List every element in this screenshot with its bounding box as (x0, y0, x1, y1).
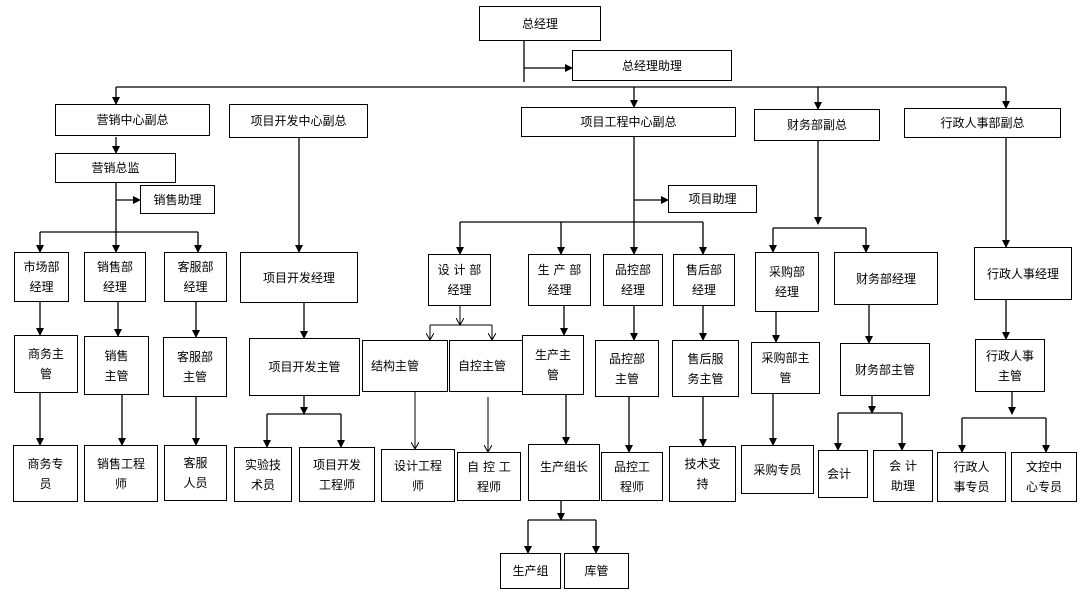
production-team-leader-box: 生产组长 (528, 444, 600, 501)
customer-service-manager-box: 客服部 经理 (164, 252, 227, 302)
sales-supervisor-box: 销售 主管 (84, 336, 149, 395)
dev-engineer-box: 项目开发 工程师 (299, 447, 375, 502)
structure-supervisor-box: 结构主管 (362, 340, 448, 392)
vp-admin-hr-box: 行政人事部副总 (904, 108, 1061, 138)
sales-manager-box: 销售部 经理 (84, 252, 146, 302)
qc-supervisor-box: 品控部 主管 (595, 340, 659, 397)
project-assistant-box: 项目助理 (668, 185, 757, 213)
sales-assistant-box: 销售助理 (140, 185, 215, 214)
business-supervisor-box: 商务主 管 (14, 335, 78, 393)
dev-supervisor-box: 项目开发主管 (249, 338, 360, 396)
vp-project-eng-box: 项目工程中心副总 (521, 107, 736, 137)
business-specialist-box: 商务专 员 (13, 445, 78, 502)
warehouse-keeper-box: 库管 (564, 553, 629, 589)
finance-manager-box: 财务部经理 (834, 252, 938, 305)
production-manager-box: 生 产 部 经理 (528, 254, 591, 306)
production-supervisor-box: 生产主 管 (522, 335, 584, 395)
production-team-box: 生产组 (500, 553, 561, 589)
admin-hr-manager-box: 行政人事经理 (974, 247, 1072, 300)
sales-engineer-box: 销售工程 师 (84, 445, 158, 502)
control-engineer-box: 自 控 工 程师 (457, 452, 521, 501)
qc-engineer-box: 品控工 程师 (601, 452, 663, 501)
vp-project-dev-box: 项目开发中心副总 (229, 104, 368, 138)
general-manager-box: 总经理 (479, 6, 601, 41)
cs-supervisor-box: 客服部 主管 (163, 337, 227, 397)
cs-staff-box: 客服 人员 (164, 445, 227, 501)
aftersales-supervisor-box: 售后服 务主管 (672, 340, 739, 397)
purchasing-manager-box: 采购部 经理 (755, 252, 819, 312)
lab-technician-box: 实验技 术员 (234, 447, 292, 502)
purchasing-specialist-box: 采购专员 (741, 445, 814, 494)
accounting-assistant-box: 会 计 助理 (873, 450, 933, 502)
tech-support-box: 技术支 持 (669, 446, 736, 502)
market-manager-box: 市场部 经理 (14, 252, 69, 302)
accountant-box: 会计 (818, 450, 868, 498)
marketing-director-box: 营销总监 (55, 153, 176, 183)
control-supervisor-box: 自控主管 (449, 340, 526, 392)
aftersales-manager-box: 售后部 经理 (673, 254, 735, 306)
qc-manager-box: 品控部 经理 (603, 254, 663, 306)
document-control-specialist-box: 文控中 心专员 (1011, 452, 1077, 502)
admin-hr-supervisor-box: 行政人事 主管 (975, 339, 1045, 392)
finance-supervisor-box: 财务部主管 (840, 343, 930, 396)
admin-hr-specialist-box: 行政人 事专员 (937, 452, 1006, 502)
vp-marketing-box: 营销中心副总 (55, 104, 210, 136)
gm-assistant-box: 总经理助理 (572, 50, 732, 81)
design-engineer-box: 设计工程 师 (381, 449, 455, 502)
design-manager-box: 设 计 部 经理 (428, 254, 491, 306)
purchasing-supervisor-box: 采购部主 管 (751, 342, 820, 394)
dev-manager-box: 项目开发经理 (240, 252, 358, 303)
vp-finance-box: 财务部副总 (754, 109, 880, 141)
